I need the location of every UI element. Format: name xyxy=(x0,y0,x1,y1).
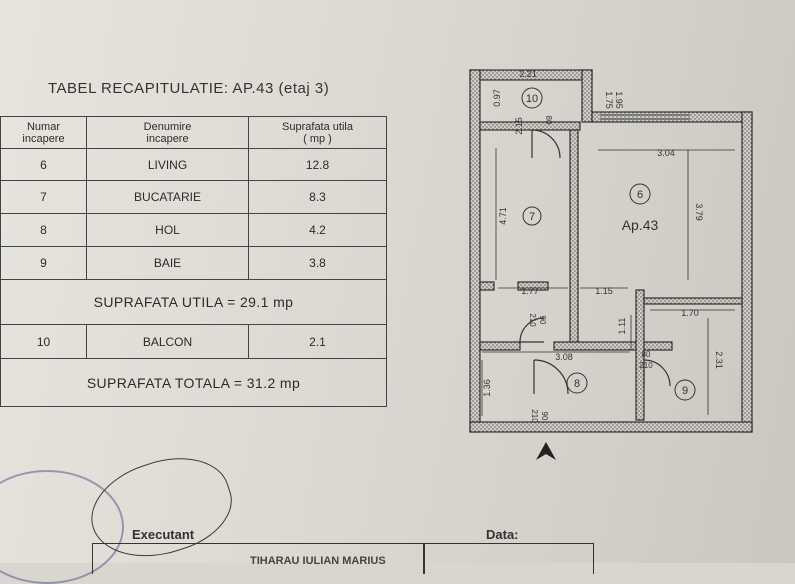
walls xyxy=(469,69,753,433)
table-row: 7 BUCATARIE 8.3 xyxy=(0,180,387,214)
table-row: 9 BAIE 3.8 xyxy=(0,246,387,280)
useful-total-row: SUPRAFATA UTILA = 29.1 mp xyxy=(0,279,387,325)
room-number-10: 10 xyxy=(526,93,538,105)
room-markers xyxy=(521,87,696,401)
room-number: 8 xyxy=(0,213,87,247)
door-width-label: 90 xyxy=(540,412,549,421)
date-label: Data: xyxy=(486,527,519,542)
door-height-label: 210 xyxy=(639,361,653,370)
header-useful-area: Suprafata utila( mp ) xyxy=(248,116,387,149)
room-name: BAIE xyxy=(86,246,249,280)
room-number: 6 xyxy=(0,148,87,181)
room-number: 9 xyxy=(0,246,87,280)
dimension-label: 1.70 xyxy=(681,308,699,318)
door-swings xyxy=(519,129,671,395)
balcony-area: 2.1 xyxy=(248,324,387,359)
door-height-label: 210 xyxy=(530,409,539,423)
dimension-label: 0.97 xyxy=(492,89,502,107)
dimension-label: 2.15 xyxy=(514,117,524,135)
dimension-label: 1.75 xyxy=(604,91,614,109)
room-area: 12.8 xyxy=(248,148,387,181)
room-area: 3.8 xyxy=(248,246,387,280)
divider xyxy=(423,544,425,574)
room-name: HOL xyxy=(86,213,249,247)
dimension-label: 3.79 xyxy=(694,203,704,221)
door-width-label: 90 xyxy=(538,316,547,325)
room-number-9: 9 xyxy=(682,385,688,397)
room-name: BUCATARIE xyxy=(86,180,249,214)
entry-arrow-icon xyxy=(536,442,556,460)
balcony-number: 10 xyxy=(0,324,87,359)
dimension-label: 1.36 xyxy=(482,379,492,397)
dimension-lines xyxy=(481,148,735,416)
executant-label: Executant xyxy=(132,527,195,542)
room-number: 7 xyxy=(0,180,87,214)
room-number-7: 7 xyxy=(529,211,535,223)
room-number-6: 6 xyxy=(637,189,643,201)
room-number-8: 8 xyxy=(574,378,580,390)
door-height-label: 210 xyxy=(528,313,537,327)
dimension-label: 2.31 xyxy=(714,351,724,369)
dimension-label: 3.08 xyxy=(555,352,573,362)
signature-box xyxy=(92,543,594,574)
table-row: 6 LIVING 12.8 xyxy=(0,148,387,181)
dimension-label: 3.04 xyxy=(657,148,675,158)
room-area: 4.2 xyxy=(248,213,387,247)
dimension-label: 1.15 xyxy=(595,286,613,296)
executant-name: TIHARAU IULIAN MARIUS xyxy=(250,555,386,567)
balcony-row: 10 BALCON 2.1 xyxy=(0,324,387,359)
dimension-label: 1.95 xyxy=(614,91,624,109)
grand-total-area: SUPRAFATA TOTALA = 31.2 mp xyxy=(0,358,387,407)
table-row: 8 HOL 4.2 xyxy=(0,213,387,247)
dimension-label: 1.11 xyxy=(617,318,627,335)
room-area: 8.3 xyxy=(248,180,387,214)
window xyxy=(600,114,690,120)
useful-area-total: SUPRAFATA UTILA = 29.1 mp xyxy=(0,279,387,325)
dimension-label: 1.77 xyxy=(521,286,539,296)
apartment-label: Ap.43 xyxy=(622,217,659,233)
room-name: LIVING xyxy=(86,148,249,181)
door-width-label: 80 xyxy=(642,350,651,359)
door-width-label: 80 xyxy=(544,116,553,125)
balcony-name: BALCON xyxy=(86,324,249,359)
grand-total-row: SUPRAFATA TOTALA = 31.2 mp xyxy=(0,358,387,407)
floor-plan: 10 7 6 8 9 Ap.43 2.21 0.97 1.75 1.95 2.1… xyxy=(469,69,753,460)
dimension-label: 4.71 xyxy=(498,207,508,225)
page-title: TABEL RECAPITULATIE: AP.43 (etaj 3) xyxy=(48,80,330,97)
dimension-label: 2.21 xyxy=(519,69,537,79)
